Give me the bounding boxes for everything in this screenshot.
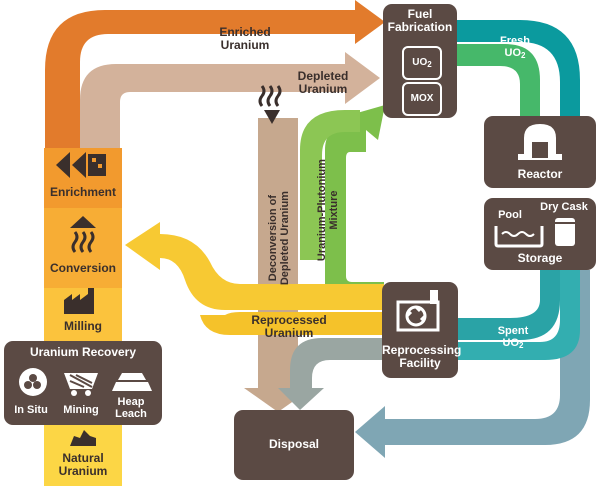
reprocessed-uranium-arrow <box>125 222 384 310</box>
reprocessing-label: Reprocessing Facility <box>382 343 462 370</box>
enrichment-icon <box>56 152 106 178</box>
ore-icon <box>70 430 96 446</box>
uranium-recovery-title: Uranium Recovery <box>29 345 137 359</box>
pool-label: Pool <box>498 209 522 221</box>
natural-uranium-label: Natural Uranium <box>58 451 108 478</box>
reprocessing-icon <box>396 290 440 332</box>
reactor-label: Reactor <box>517 167 563 181</box>
conversion-label: Conversion <box>49 261 116 275</box>
disposal-box: Disposal <box>234 410 354 480</box>
spent-uo2-to-reprocessing <box>456 270 580 360</box>
mining-label: Mining <box>63 404 99 416</box>
uranium-plutonium-band <box>300 110 360 260</box>
enriched-uranium-label: Enriched Uranium <box>219 25 271 52</box>
in-situ-icon <box>19 368 47 396</box>
fresh-mox-label: Fresh MOX <box>468 67 498 91</box>
fuel-fabrication-title: Fuel Fabrication <box>387 7 453 34</box>
fuel-fabrication-box: Fuel Fabrication UO2 MOX <box>383 4 457 118</box>
uranium-plutonium-label: Uranium-Plutonium Mixture <box>315 159 340 262</box>
reprocessed-lower-band <box>200 312 384 335</box>
mox-pellet-icon: MOX <box>402 82 442 116</box>
spent-mox-arrow <box>456 270 560 340</box>
enriched-uranium-arrow <box>45 0 385 150</box>
milling-label: Milling <box>64 319 102 333</box>
in-situ-label: In Situ <box>14 404 48 416</box>
uranium-recovery-box: Uranium Recovery In Situ Mining Heap Lea… <box>4 341 162 425</box>
natural-uranium-stage <box>44 420 122 486</box>
disposal-label: Disposal <box>268 437 319 451</box>
enrichment-label: Enrichment <box>49 185 116 199</box>
storage-label: Storage <box>517 251 563 265</box>
reprocessed-uranium-label: Reprocessed Uranium <box>251 313 327 340</box>
reactor-icon <box>518 124 562 160</box>
reprocessing-facility-box: Reprocessing Facility <box>382 282 462 378</box>
heap-leach-label: Heap Leach <box>115 396 147 420</box>
spent-mox-label: Spent MOX <box>475 291 507 315</box>
deconversion-arrow <box>244 118 312 412</box>
conversion-icon <box>70 216 96 253</box>
deconversion-label: Deconversion of Depleted Uranium <box>266 191 291 286</box>
storage-box: Pool Dry Cask Storage <box>484 198 596 270</box>
uranium-plutonium-arrow <box>325 105 385 300</box>
dry-cask-icon <box>555 218 575 246</box>
reprocessing-waste-arrow <box>278 338 384 410</box>
depleted-uranium-label: Depleted Uranium <box>297 69 349 96</box>
reactor-box: Reactor <box>484 116 596 188</box>
factory-icon <box>64 288 94 314</box>
heat-icon <box>258 85 282 124</box>
heap-leach-icon <box>112 373 152 391</box>
pool-icon <box>494 226 544 248</box>
fresh-uo2-arrow <box>456 20 580 120</box>
dry-cask-label: Dry Cask <box>540 201 588 213</box>
uo2-pellet-icon: UO2 <box>402 46 442 80</box>
fresh-mox-arrow <box>456 44 540 120</box>
mining-cart-icon <box>64 373 98 396</box>
depleted-uranium-arrow <box>80 52 380 150</box>
